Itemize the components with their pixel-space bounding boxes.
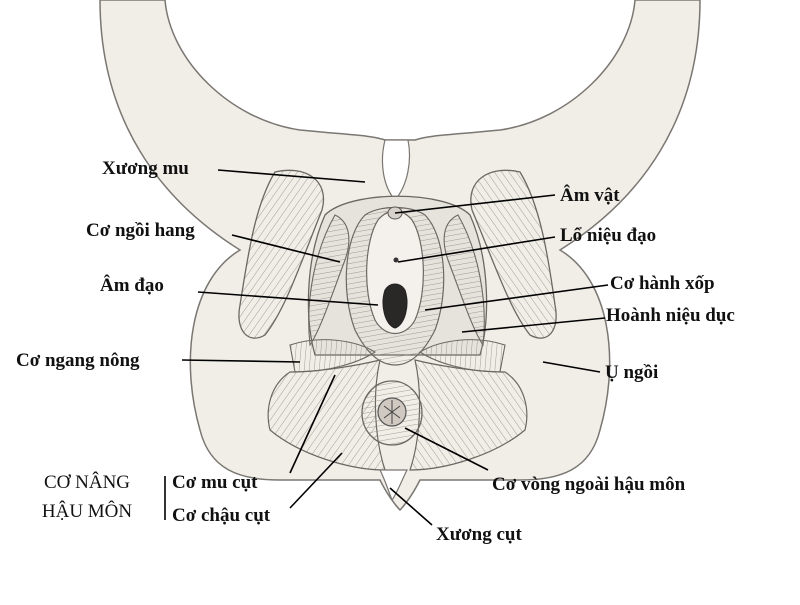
vaginal-opening [382,283,408,329]
right-ischial-ramus [470,169,557,339]
urethral-opening [393,257,399,263]
label-xuong-cut: Xương cụt [436,524,522,545]
label-co-vong-ngoai-hau-mon: Cơ vòng ngoài hậu môn [492,474,686,495]
label-co-mu-cut: Cơ mu cụt [172,472,258,493]
label-u-ngoi: Ụ ngồi [605,362,659,383]
levator-title-line2: HẬU MÔN [41,501,133,522]
levator-ani-group-title: CƠ NÂNG HẬU MÔN [22,468,152,526]
label-co-ngoi-hang: Cơ ngồi hang [86,220,195,241]
leader-lines [164,169,609,526]
levator-ani-right [409,359,528,471]
ischiocavernosus-left [308,214,350,347]
levator-title-line1: CƠ NÂNG [43,472,131,493]
label-hoanh-nieu-duc: Hoành niệu dục [606,305,735,326]
label-co-hanh-xop: Cơ hành xốp [610,273,715,294]
vestibule [366,210,424,335]
label-co-chau-cut: Cơ chậu cụt [172,505,271,526]
label-am-vat: Âm vật [560,185,620,206]
anal-folds [383,400,401,424]
label-xuong-mu: Xương mu [102,158,189,179]
label-co-ngang-nong: Cơ ngang nông [16,350,140,371]
coccyx [379,469,408,502]
label-lo-nieu-dao: Lổ niệu đạo [560,225,657,246]
ischiocavernosus-right [443,214,485,347]
label-am-dao: Âm đạo [100,275,164,296]
